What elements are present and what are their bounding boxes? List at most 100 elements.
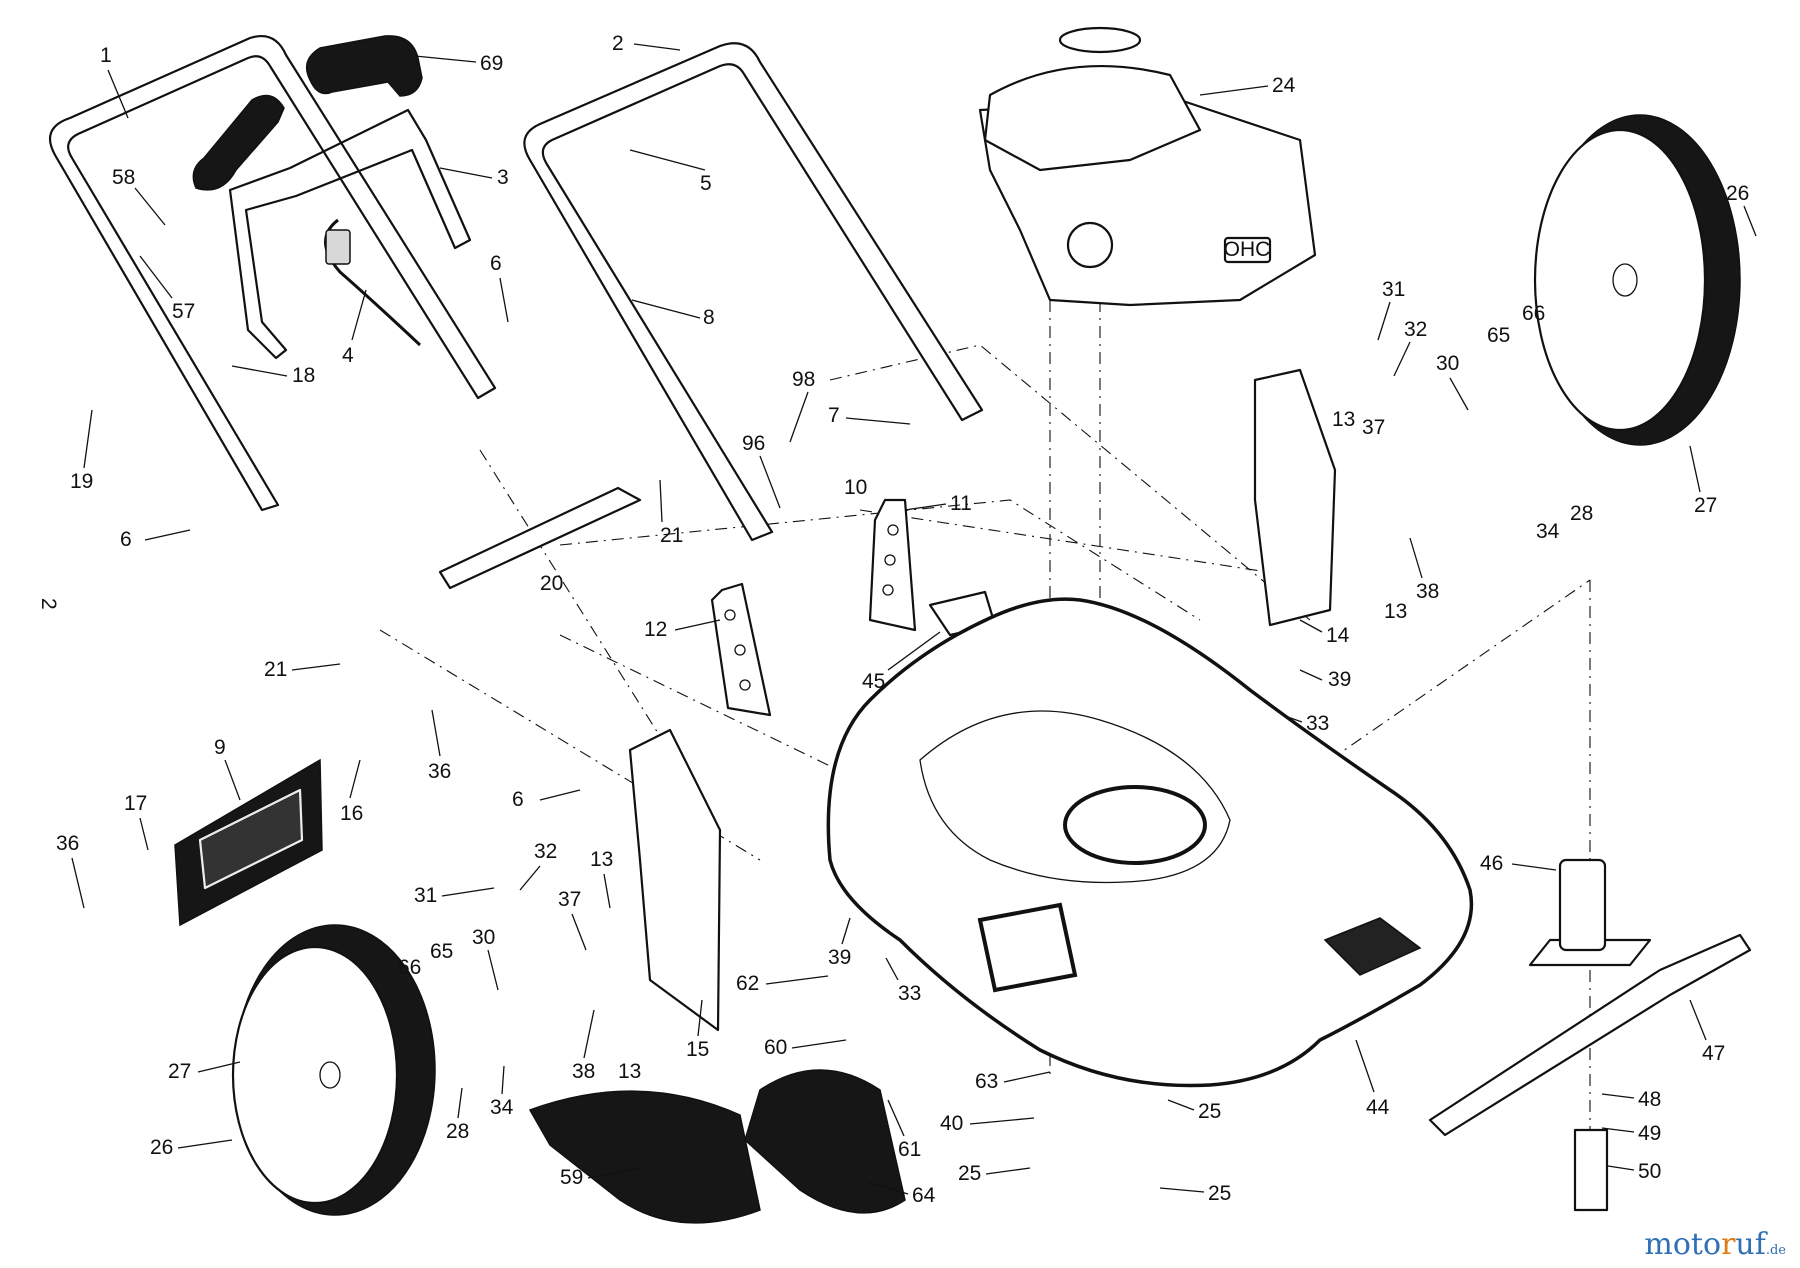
watermark-part-b: r bbox=[1721, 1227, 1736, 1262]
callout-33-left: 33 bbox=[898, 982, 921, 1005]
callout-15: 15 bbox=[686, 1038, 709, 1061]
callout-50: 50 bbox=[1638, 1160, 1661, 1183]
callout-36-left: 36 bbox=[56, 832, 79, 855]
callout-34-left: 34 bbox=[490, 1096, 514, 1119]
callout-21-left: 21 bbox=[264, 658, 287, 681]
watermark-part-a: moto bbox=[1644, 1227, 1722, 1262]
callout-20: 20 bbox=[540, 572, 563, 595]
callout-30-left: 30 bbox=[472, 926, 495, 949]
mulch-plug-59 bbox=[528, 1090, 761, 1224]
callout-5: 5 bbox=[700, 172, 712, 195]
callout-2: 2 bbox=[612, 32, 624, 55]
callout-6-left: 6 bbox=[120, 528, 132, 551]
blade-47 bbox=[1428, 933, 1752, 1137]
callout-12: 12 bbox=[644, 618, 667, 641]
callout-19: 19 bbox=[70, 470, 93, 493]
callout-16: 16 bbox=[340, 802, 363, 825]
callout-32-left: 32 bbox=[534, 840, 557, 863]
callout-14: 14 bbox=[1326, 624, 1350, 647]
callout-labels: 1 69 2 24 58 3 5 26 57 4 6 8 18 98 31 32… bbox=[56, 32, 1757, 1207]
callout-37-left: 37 bbox=[558, 888, 581, 911]
callout-38-right: 38 bbox=[1416, 580, 1439, 603]
callout-27-left: 27 bbox=[168, 1060, 191, 1083]
callout-17: 17 bbox=[124, 792, 147, 815]
callout-69: 69 bbox=[480, 52, 503, 75]
callout-3: 3 bbox=[497, 166, 509, 189]
callout-7: 7 bbox=[828, 404, 840, 427]
callout-47: 47 bbox=[1702, 1042, 1725, 1065]
callout-4: 4 bbox=[342, 344, 354, 367]
callout-30-right: 30 bbox=[1436, 352, 1459, 375]
callout-34-right: 34 bbox=[1536, 520, 1560, 543]
callout-31-left: 31 bbox=[414, 884, 437, 907]
height-bracket-15 bbox=[628, 728, 722, 1032]
upper-handle-left bbox=[48, 34, 497, 512]
callout-62: 62 bbox=[736, 972, 759, 995]
callout-96: 96 bbox=[742, 432, 765, 455]
rear-wheel-27 bbox=[1533, 114, 1741, 446]
callout-13-c: 13 bbox=[590, 848, 613, 871]
callout-45: 45 bbox=[862, 670, 885, 693]
engine-badge: OHC bbox=[1224, 238, 1271, 261]
callout-13-b: 13 bbox=[1384, 600, 1407, 623]
callout-13-d: 13 bbox=[618, 1060, 641, 1083]
callout-38-left: 38 bbox=[572, 1060, 595, 1083]
callout-65-left: 65 bbox=[430, 940, 453, 963]
callout-25-right: 25 bbox=[1198, 1100, 1221, 1123]
callout-13-a: 13 bbox=[1332, 408, 1355, 431]
callout-40: 40 bbox=[940, 1112, 963, 1135]
callout-26-left: 26 bbox=[150, 1136, 173, 1159]
callout-48: 48 bbox=[1638, 1088, 1661, 1111]
callout-10: 10 bbox=[844, 476, 867, 499]
side-page-mark: 2 bbox=[37, 598, 60, 610]
callout-26: 26 bbox=[1726, 182, 1749, 205]
callout-33-right: 33 bbox=[1306, 712, 1329, 735]
blade-adapter-46 bbox=[1528, 858, 1652, 967]
callout-61: 61 bbox=[898, 1138, 921, 1161]
callout-60: 60 bbox=[764, 1036, 787, 1059]
watermark-tld: .de bbox=[1765, 1243, 1786, 1258]
callout-6-mid: 6 bbox=[512, 788, 524, 811]
engine-24: OHC bbox=[978, 26, 1317, 307]
callout-66-left: 66 bbox=[398, 956, 421, 979]
control-bar-3 bbox=[228, 108, 472, 360]
blade-bolt-50 bbox=[1573, 1128, 1609, 1212]
callout-49: 49 bbox=[1638, 1122, 1661, 1145]
front-wheel-27 bbox=[231, 924, 436, 1216]
callout-65: 65 bbox=[1487, 324, 1510, 347]
callout-9: 9 bbox=[214, 736, 226, 759]
callout-25-left: 25 bbox=[958, 1162, 981, 1185]
callout-1: 1 bbox=[100, 44, 112, 67]
callout-58: 58 bbox=[112, 166, 135, 189]
rear-guard-9 bbox=[174, 758, 323, 927]
discharge-chute-64 bbox=[744, 1069, 906, 1214]
watermark-part-c: uf bbox=[1735, 1227, 1766, 1262]
callout-36-top: 36 bbox=[428, 760, 451, 783]
callout-32-right: 32 bbox=[1404, 318, 1427, 341]
height-plate-12 bbox=[710, 582, 772, 717]
callout-11: 11 bbox=[950, 492, 972, 515]
callout-57: 57 bbox=[172, 300, 195, 323]
callout-64: 64 bbox=[912, 1184, 936, 1207]
callout-27-right: 27 bbox=[1694, 494, 1717, 517]
callout-6-top: 6 bbox=[490, 252, 502, 275]
callout-44: 44 bbox=[1366, 1096, 1390, 1119]
callout-98: 98 bbox=[792, 368, 815, 391]
callout-28-right: 28 bbox=[1570, 502, 1593, 525]
callout-39-right: 39 bbox=[1328, 668, 1351, 691]
callout-66: 66 bbox=[1522, 302, 1545, 325]
height-plate-11 bbox=[868, 498, 917, 632]
callout-18: 18 bbox=[292, 364, 315, 387]
watermark-logo: motoruf.de bbox=[1644, 1227, 1786, 1262]
cable-clip bbox=[325, 229, 351, 265]
height-bracket-14 bbox=[1253, 368, 1337, 627]
callout-59: 59 bbox=[560, 1166, 583, 1189]
callout-28-left: 28 bbox=[446, 1120, 469, 1143]
callout-21-top: 21 bbox=[660, 524, 683, 547]
callout-46: 46 bbox=[1480, 852, 1503, 875]
callout-39-left: 39 bbox=[828, 946, 851, 969]
callout-37-right: 37 bbox=[1362, 416, 1385, 439]
callout-25-bottom: 25 bbox=[1208, 1182, 1231, 1205]
callout-63: 63 bbox=[975, 1070, 998, 1093]
